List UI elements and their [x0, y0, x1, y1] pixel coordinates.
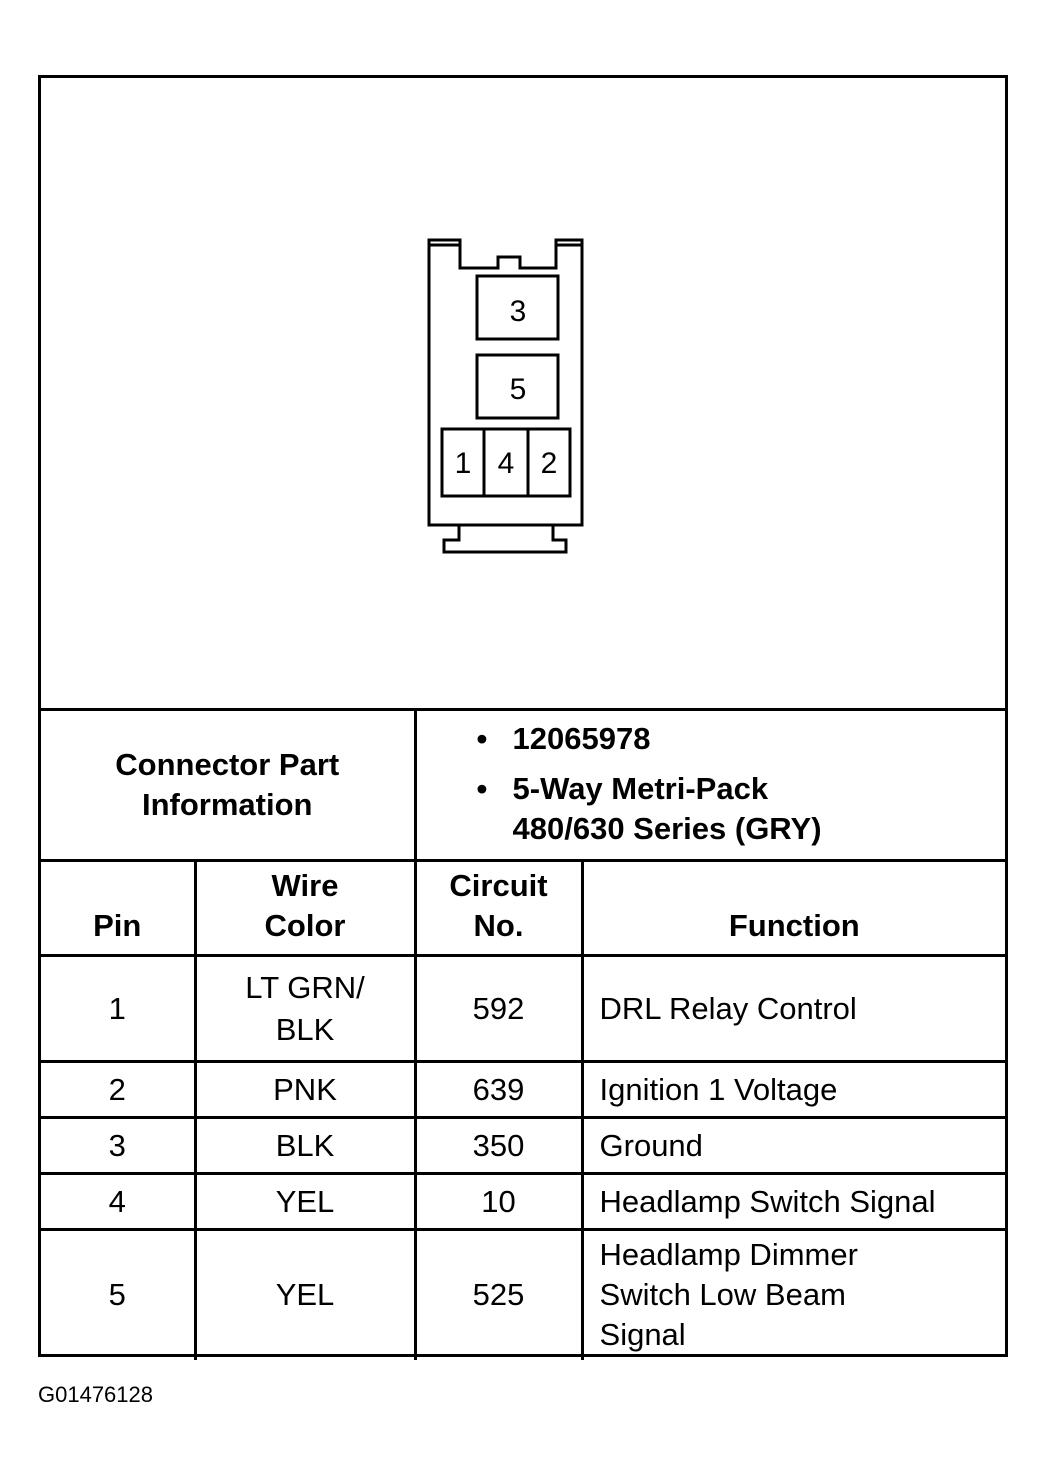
- part-info-label: Connector Part Information: [41, 708, 417, 862]
- function-cell: Ground: [580, 1116, 1006, 1175]
- wire-color-cell: YEL: [193, 1172, 417, 1231]
- table-row: 4 YEL 10 Headlamp Switch Signal: [41, 1172, 1006, 1231]
- wire-color-cell: PNK: [193, 1060, 417, 1119]
- wire-color-cell: LT GRN/ BLK: [193, 954, 417, 1063]
- diagram-frame: 3 5 1 4 2 Connector Part Information 120…: [38, 75, 1008, 1360]
- part-info-row: Connector Part Information 12065978 5-Wa…: [41, 708, 1006, 862]
- table-row: 3 BLK 350 Ground: [41, 1116, 1006, 1175]
- circuit-cell: 639: [413, 1060, 584, 1119]
- function-cell: Headlamp Switch Signal: [580, 1172, 1006, 1231]
- cavity-label-2: 2: [541, 447, 558, 480]
- cavity-3: [475, 274, 560, 341]
- part-info-list: 12065978 5-Way Metri-Pack 480/630 Series…: [477, 719, 1006, 849]
- circuit-cell: 525: [413, 1228, 584, 1360]
- header-wire-color: Wire Color: [193, 859, 417, 957]
- part-number: 12065978: [477, 719, 1006, 759]
- pin-cell: 5: [41, 1228, 197, 1360]
- figure-id: G01476128: [38, 1382, 153, 1407]
- table-header-row: Pin Wire Color Circuit No. Function: [41, 859, 1006, 957]
- pin-cell: 2: [41, 1060, 197, 1119]
- connector-latch-outline: [442, 525, 568, 554]
- cavity-label-4: 4: [498, 447, 515, 480]
- pinout-table: Connector Part Information 12065978 5-Wa…: [41, 708, 1006, 1360]
- function-cell: Headlamp Dimmer Switch Low Beam Signal: [580, 1228, 1006, 1360]
- header-pin: Pin: [41, 859, 197, 957]
- wire-color-cell: BLK: [193, 1116, 417, 1175]
- table-row: 1 LT GRN/ BLK 592 DRL Relay Control: [41, 954, 1006, 1063]
- wire-color-cell: YEL: [193, 1228, 417, 1360]
- connector-diagram: 3 5 1 4 2: [41, 78, 1005, 708]
- cavity-2: [526, 427, 572, 498]
- table-row: 5 YEL 525 Headlamp Dimmer Switch Low Bea…: [41, 1228, 1006, 1360]
- function-cell: Ignition 1 Voltage: [580, 1060, 1006, 1119]
- pin-cell: 3: [41, 1116, 197, 1175]
- cavity-label-3: 3: [510, 295, 527, 328]
- header-circuit-no: Circuit No.: [413, 859, 584, 957]
- table-row: 2 PNK 639 Ignition 1 Voltage: [41, 1060, 1006, 1119]
- pin-cell: 4: [41, 1172, 197, 1231]
- circuit-cell: 350: [413, 1116, 584, 1175]
- connector-series: 5-Way Metri-Pack 480/630 Series (GRY): [477, 769, 1006, 849]
- part-info-values: 12065978 5-Way Metri-Pack 480/630 Series…: [413, 708, 1006, 862]
- circuit-cell: 10: [413, 1172, 584, 1231]
- cavity-5: [475, 353, 560, 420]
- pin-cell: 1: [41, 954, 197, 1063]
- function-cell: DRL Relay Control: [580, 954, 1006, 1063]
- connector-body-outline: [427, 238, 584, 527]
- circuit-cell: 592: [413, 954, 584, 1063]
- cavity-label-5: 5: [510, 373, 527, 406]
- connector-face-view: 3 5 1 4 2: [427, 238, 584, 554]
- cavity-label-1: 1: [455, 447, 472, 480]
- part-info-label-line1: Connector Part: [115, 747, 340, 782]
- part-info-label-line2: Information: [142, 787, 313, 822]
- header-function: Function: [580, 859, 1006, 957]
